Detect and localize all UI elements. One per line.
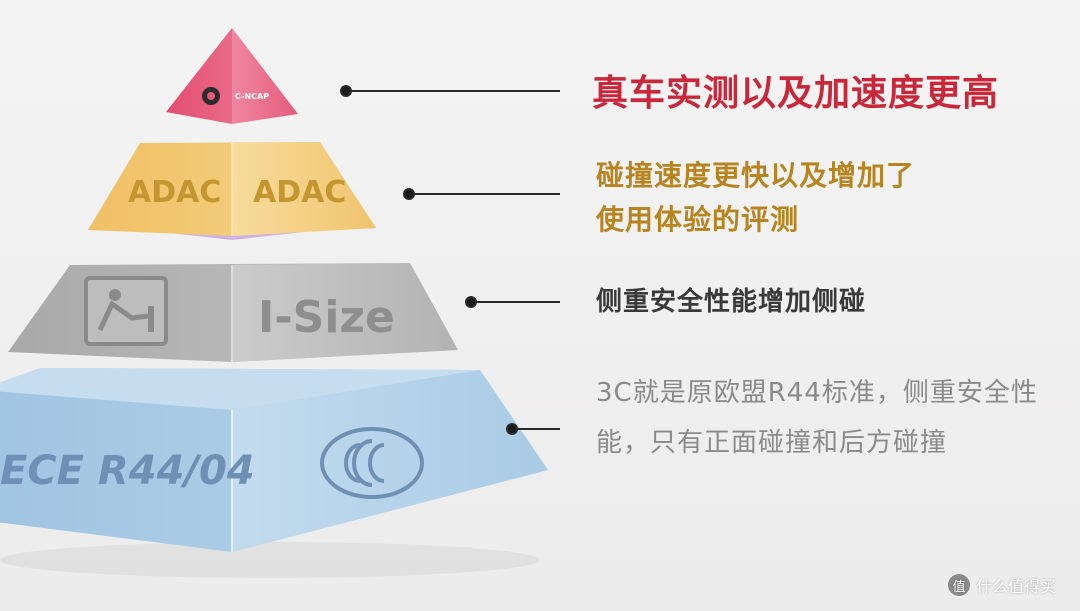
tier-adac: ADAC ADAC xyxy=(88,142,376,240)
adac-description: 碰撞速度更快以及增加了 使用体验的评测 xyxy=(596,159,916,236)
adac-logo-left: ADAC xyxy=(128,175,221,210)
cncap-description: 真车实测以及加速度更高 xyxy=(592,73,1000,114)
watermark: 值 什么值得买 xyxy=(948,573,1056,597)
tier-isize: I-Size xyxy=(8,263,458,362)
isize-description: 侧重安全性能增加侧碰 xyxy=(596,287,867,317)
child-seat-icon xyxy=(84,276,168,346)
ece-description: 3C就是原欧盟R44标准，侧重安全性能，只有正面碰撞和后方碰撞 xyxy=(596,378,1038,458)
ccc-icon xyxy=(320,427,424,499)
tier-cncap: C-NCAP xyxy=(166,28,298,124)
cncap-logo-text: C-NCAP xyxy=(235,92,269,101)
adac-logo-right: ADAC xyxy=(253,175,346,210)
tier-ece: ECE R44/04 xyxy=(0,368,548,578)
watermark-badge-icon: 值 xyxy=(948,574,970,596)
ece-logo-text: ECE R44/04 xyxy=(0,448,255,494)
isize-logo-text: I-Size xyxy=(258,292,395,343)
leader-lines xyxy=(340,85,560,435)
watermark-text: 什么值得买 xyxy=(976,577,1057,596)
